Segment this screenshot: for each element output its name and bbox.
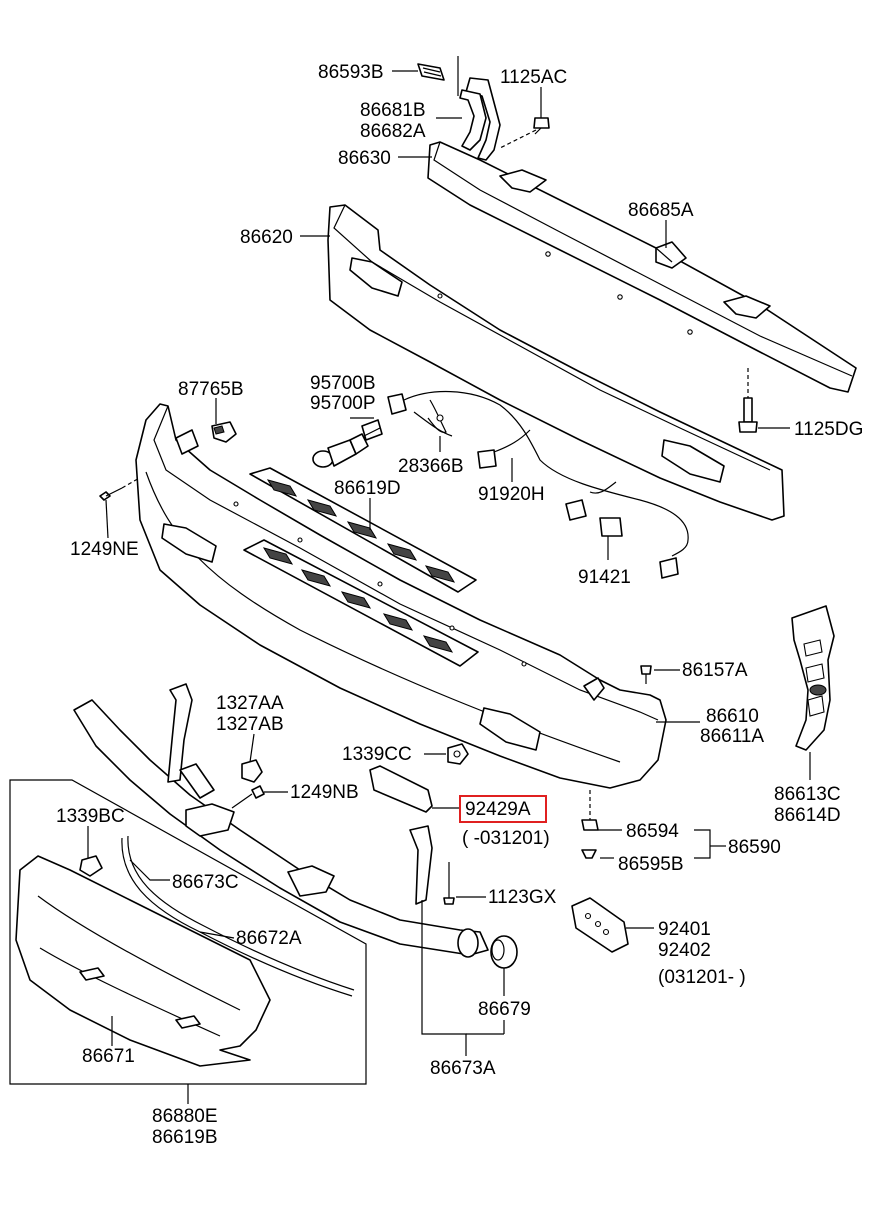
label-86671: 86671 [82,1046,135,1067]
label-86619d: 86619D [334,478,401,499]
label-92401-note: (031201- ) [658,967,746,988]
label-92402: 92402 [658,940,711,961]
screw-86157a [640,665,652,684]
label-1339cc: 1339CC [342,744,412,765]
side-bracket-86613c [791,605,835,751]
bumper-cover-86610 [135,403,667,789]
label-86672a: 86672A [236,928,302,949]
bracket-86685a [655,241,687,269]
label-86619b: 86619B [152,1127,218,1148]
label-92429a-note: ( -031201) [462,828,550,849]
label-1339bc: 1339BC [56,806,125,827]
cap-86679 [490,935,518,969]
inset-box [9,779,367,1085]
label-86611a: 86611A [700,726,764,747]
plate-92401 [571,897,629,953]
clip-28366b [427,399,447,433]
plate-92429a [369,765,433,813]
label-86685a: 86685A [628,200,694,221]
clip-87765b [211,421,237,443]
label-91421: 91421 [578,567,631,588]
label-1123gx: 1123GX [488,887,557,908]
screw-1249nb [231,785,265,809]
label-86593b: 86593B [318,62,384,83]
step-pad-86619d [249,467,477,593]
label-86673c: 86673C [172,872,239,893]
label-1125ac: 1125AC [500,67,567,88]
label-87765b: 87765B [178,379,244,400]
label-95700b: 95700B [310,373,376,394]
label-86679: 86679 [478,999,531,1020]
label-95700p: 95700P [310,393,376,414]
label-86590: 86590 [728,837,781,858]
fastener-86595b [581,849,597,859]
label-86673a: 86673A [430,1058,496,1079]
label-92429a: 92429A [465,799,531,820]
label-28366b: 28366B [398,456,464,477]
bolt-1125ac [499,117,550,149]
label-86880e: 86880E [152,1106,218,1127]
label-1249nb: 1249NB [290,782,359,803]
label-1327ab: 1327AB [216,714,284,735]
sensor-95700b [312,419,383,468]
beam-86630 [427,141,857,393]
screw-1123gx [443,862,455,905]
label-86614d: 86614D [774,805,841,826]
highlight-box-92429a [459,795,547,823]
label-1125dg: 1125DG [794,419,863,440]
bolt-1125dg [738,368,758,433]
nut-1327aa [241,759,263,783]
label-86620: 86620 [240,227,293,248]
label-86613c: 86613C [774,784,841,805]
nut-1339cc [447,743,469,765]
clip-86593b [417,63,445,81]
absorber-86620 [327,204,785,521]
fastener-86594 [581,790,599,831]
step-pad-front [243,539,479,667]
label-86610: 86610 [706,706,759,727]
label-86681b: 86681B [360,100,426,121]
bracket-86681b [457,56,501,161]
leader-lines [87,70,811,1104]
label-92401: 92401 [658,919,711,940]
label-86157a: 86157A [682,660,748,681]
label-86594: 86594 [626,821,679,842]
guard-bar-86673a [73,683,489,958]
label-86630: 86630 [338,148,391,169]
label-1249ne: 1249NE [70,539,139,560]
label-86682a: 86682A [360,121,426,142]
label-91920h: 91920H [478,484,545,505]
label-86595b: 86595B [618,854,684,875]
label-1327aa: 1327AA [216,693,284,714]
wiring-91920h [403,390,689,579]
connector-95700p [387,393,407,415]
